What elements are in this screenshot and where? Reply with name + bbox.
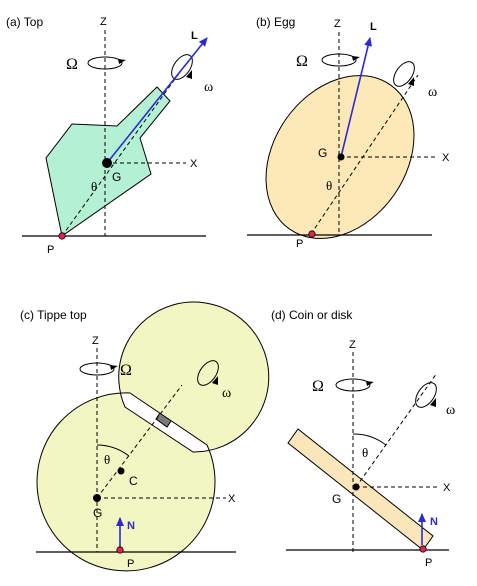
egg-P-label: P — [296, 238, 303, 250]
egg-L-label: L — [370, 21, 377, 33]
top-omega: ω — [204, 80, 213, 95]
egg-contact-point — [308, 230, 316, 238]
egg-G-label: G — [318, 146, 327, 160]
egg-z-label: Z — [334, 18, 341, 30]
tippe-center-of-mass — [93, 494, 101, 502]
disk-contact-point — [419, 545, 427, 553]
panel-egg: (b) Egg Z X Ω ω L G θ P — [247, 15, 450, 250]
panel-tippe-top: (c) Tippe top Z X θ Ω ω C G N — [20, 301, 270, 572]
caption-top: (a) Top — [6, 15, 43, 29]
panel-coin-disk: (d) Coin or disk Z X θ Ω ω G N P — [271, 308, 455, 569]
top-angular-momentum — [106, 37, 208, 164]
tippe-center-of-curvature — [117, 467, 125, 475]
top-P-label: P — [47, 244, 54, 256]
tippe-theta: θ — [104, 452, 110, 467]
top-theta: θ — [91, 179, 97, 194]
top-z-label: Z — [100, 16, 107, 28]
tippe-theta-arc — [96, 444, 130, 457]
egg-omega-cap: Ω — [296, 53, 308, 70]
caption-egg: (b) Egg — [256, 15, 295, 29]
egg-precession-arrow — [321, 53, 357, 67]
disk-theta: θ — [362, 445, 368, 460]
tippe-P-label: P — [127, 558, 134, 570]
egg-center-of-mass — [337, 153, 345, 161]
tippe-omega-cap: Ω — [120, 362, 132, 379]
disk-spin-arrow — [415, 382, 437, 408]
top-contact-point — [58, 232, 66, 240]
tippe-z-label: Z — [92, 335, 99, 347]
egg-spin-arrow — [393, 61, 415, 87]
disk-omega-cap: Ω — [312, 378, 324, 395]
disk-theta-arc — [352, 433, 387, 446]
tippe-outer-shell — [36, 301, 270, 572]
top-precession-arrow — [87, 56, 123, 70]
tippe-C-label: C — [129, 474, 138, 488]
tippe-spin-arrow — [197, 360, 219, 386]
tippe-omega: ω — [222, 386, 231, 401]
top-L-label: L — [191, 30, 198, 42]
tippe-x-label: X — [228, 493, 236, 505]
egg-x-label: X — [442, 152, 450, 164]
top-G-label: G — [112, 170, 121, 184]
top-center-of-mass — [102, 158, 112, 168]
tippe-G-label: G — [93, 506, 102, 520]
tippe-contact-point — [116, 546, 124, 554]
disk-body — [287, 428, 434, 551]
disk-P-label: P — [425, 557, 432, 569]
top-omega-cap: Ω — [66, 56, 78, 73]
disk-center-of-mass — [352, 483, 360, 491]
egg-angular-momentum — [340, 37, 372, 158]
tippe-N-label: N — [127, 520, 135, 532]
top-x-label: X — [190, 158, 198, 170]
egg-body-axis — [310, 74, 419, 235]
disk-omega: ω — [446, 403, 455, 418]
tippe-precession-arrow — [79, 362, 115, 376]
egg-theta: θ — [326, 178, 332, 193]
tippe-body-axis — [96, 384, 183, 499]
caption-disk: (d) Coin or disk — [271, 308, 353, 322]
caption-tippe: (c) Tippe top — [20, 308, 87, 322]
top-body-axis — [61, 71, 181, 237]
disk-G-label: G — [332, 492, 341, 506]
egg-omega: ω — [428, 85, 437, 100]
panel-top: (a) Top Z X Ω ω L G θ P — [6, 15, 213, 256]
disk-z-label: Z — [349, 339, 356, 351]
disk-body-axis — [355, 372, 438, 488]
disk-x-label: X — [443, 482, 451, 494]
disk-precession-arrow — [335, 378, 371, 392]
disk-N-label: N — [430, 516, 438, 528]
